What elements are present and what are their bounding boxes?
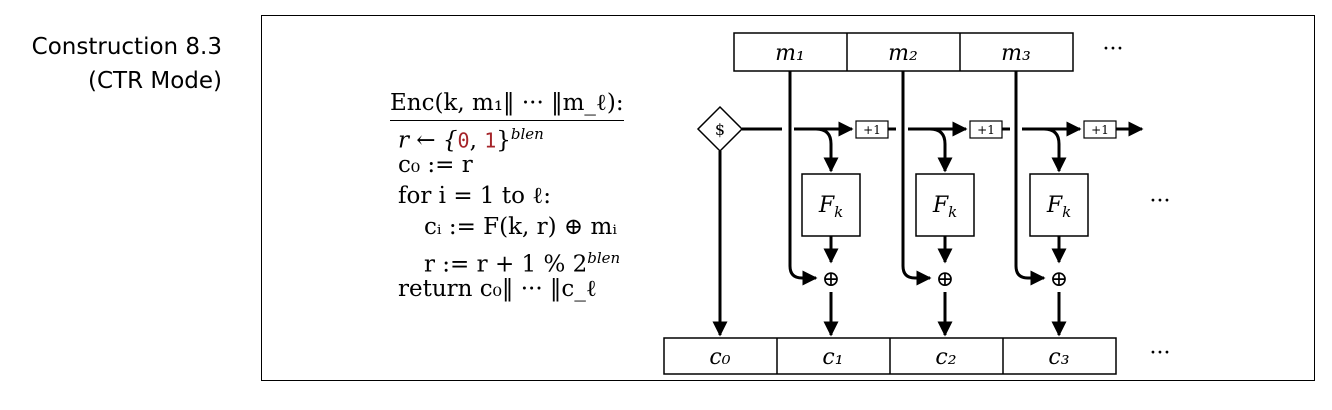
prf-3-label: Fk bbox=[1046, 193, 1071, 221]
xor-nodes: ⊕ ⊕ ⊕ bbox=[822, 267, 1068, 292]
algo-line-1-post: } bbox=[496, 127, 511, 154]
prf-1-label: Fk bbox=[818, 193, 843, 221]
increment-2-label: +1 bbox=[977, 123, 995, 137]
algorithm-pseudocode: Enc(k, m₁‖ ··· ‖m_ℓ): r ← {0, 1}blen c₀ … bbox=[390, 88, 624, 305]
output-block-c1: c₁ bbox=[822, 345, 843, 370]
output-block-c3: c₃ bbox=[1048, 345, 1069, 370]
increment-boxes: +1 +1 +1 bbox=[855, 120, 1117, 139]
increment-3-label: +1 bbox=[1091, 123, 1109, 137]
prf-ellipsis: ··· bbox=[1150, 189, 1171, 214]
increment-1-label: +1 bbox=[863, 123, 881, 137]
output-block-c0: c₀ bbox=[709, 345, 730, 370]
algorithm-header: Enc(k, m₁‖ ··· ‖m_ℓ): bbox=[390, 88, 624, 121]
xor-1: ⊕ bbox=[822, 267, 840, 292]
algo-line-sample-r: r ← {0, 1}blen bbox=[390, 119, 624, 154]
algo-line-1-sep: , bbox=[469, 127, 485, 154]
algo-line-return: return c₀‖ ··· ‖c_ℓ bbox=[398, 276, 597, 302]
algo-line-5-sup: blen bbox=[587, 249, 621, 267]
xor-3: ⊕ bbox=[1050, 267, 1068, 292]
input-block-m2: m₂ bbox=[888, 41, 918, 66]
message-arrows bbox=[788, 71, 1046, 286]
xor-2: ⊕ bbox=[936, 267, 954, 292]
construction-caption: Construction 8.3 (CTR Mode) bbox=[32, 30, 222, 98]
prf-boxes: Fk Fk Fk ··· bbox=[801, 173, 1171, 237]
algo-line-increment: r := r + 1 % 2blen bbox=[390, 243, 624, 278]
prf-2-label: Fk bbox=[932, 193, 957, 221]
construction-frame bbox=[261, 15, 1315, 381]
algo-line-1-sup: blen bbox=[510, 125, 544, 143]
bit-one: 1 bbox=[484, 128, 497, 153]
caption-subtitle: (CTR Mode) bbox=[87, 68, 222, 94]
input-blocks: m₁ m₂ m₃ ··· bbox=[733, 32, 1124, 72]
algo-line-for: for i = 1 to ℓ: bbox=[398, 183, 552, 209]
output-blocks: c₀ c₁ c₂ c₃ ··· bbox=[663, 337, 1171, 375]
caption-title: Construction 8.3 bbox=[31, 34, 222, 60]
algo-line-ci: cᵢ := F(k, r) ⊕ mᵢ bbox=[424, 214, 617, 240]
input-block-m1: m₁ bbox=[775, 41, 805, 66]
algo-line-c0: c₀ := r bbox=[398, 152, 473, 178]
algo-line-5-text: r := r + 1 % 2 bbox=[424, 251, 588, 278]
bit-zero: 0 bbox=[457, 128, 470, 153]
random-sampler: $ bbox=[696, 105, 744, 153]
output-block-c2: c₂ bbox=[935, 345, 956, 370]
prf-output-arrows bbox=[823, 236, 1067, 264]
random-symbol: $ bbox=[715, 120, 725, 139]
output-arrows bbox=[712, 151, 1067, 337]
input-block-m3: m₃ bbox=[1001, 41, 1031, 66]
prf-input-arrows bbox=[815, 127, 1067, 173]
input-ellipsis: ··· bbox=[1103, 37, 1124, 62]
algo-line-1-pre: r ← { bbox=[398, 127, 458, 154]
output-ellipsis: ··· bbox=[1150, 341, 1171, 366]
